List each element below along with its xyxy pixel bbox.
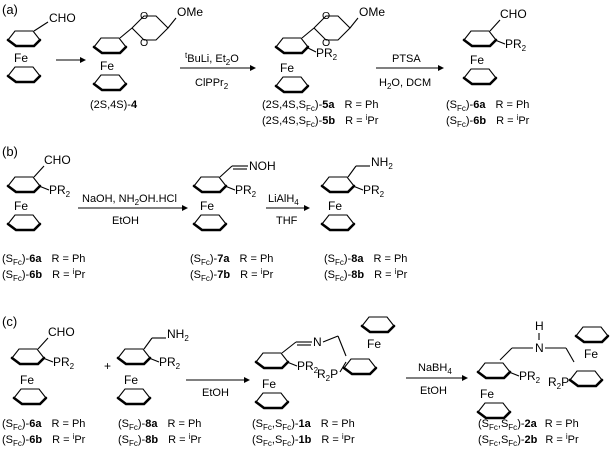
section-label-c: (c) [2,314,17,329]
svg-text:O: O [322,10,330,22]
svg-text:NH2: NH2 [167,327,189,343]
compound-1-structure: N PR2 Fe Fe R2P [254,315,396,410]
svg-text:O: O [322,37,330,49]
section-label-a: (a) [2,2,18,17]
svg-text:PR2: PR2 [49,183,71,199]
reagent-b2-line2: THF [276,215,298,227]
svg-text:CHO: CHO [49,11,76,25]
reagent-a1-line2: ClPPr2 [195,77,229,91]
arrow-b-2 [266,205,310,211]
arrow-a-2 [376,65,444,71]
compound-6-structure-b: CHO PR2 Fe [6,153,71,232]
ferrocenecarboxaldehyde: CHO Fe [6,11,76,84]
compound-5-structure: O O OMe PR2 Fe [274,5,385,94]
reagent-c1: EtOH [202,387,229,399]
compound-4-structure: O O OMe Fe [92,5,203,92]
svg-text:Fe: Fe [14,51,28,65]
svg-text:Fe: Fe [20,373,34,387]
svg-text:Fe: Fe [328,199,342,213]
svg-text:Fe: Fe [367,337,381,351]
svg-text:Fe: Fe [280,61,294,75]
svg-text:PR2: PR2 [235,183,257,199]
svg-text:N: N [535,341,544,355]
compound-6-structure-c: CHO PR2 Fe [10,325,75,406]
svg-text:Fe: Fe [262,377,276,391]
svg-text:O: O [140,37,148,49]
reagent-c2-line2: EtOH [420,385,447,397]
svg-text:PR2: PR2 [519,369,541,385]
reagent-b2-line1: LiAlH4 [268,193,299,207]
svg-text:CHO: CHO [44,153,71,167]
compound-6-structure-a: CHO PR2 Fe [462,7,527,86]
svg-text:Fe: Fe [480,387,494,401]
reagent-a2-line2: H2O, DCM [379,77,431,91]
svg-text:OMe: OMe [359,5,385,19]
arrow-b-1 [78,205,188,211]
compound-8-structure-c: NH2 PR2 Fe [116,327,189,406]
svg-text:Fe: Fe [14,199,28,213]
reagent-b1-line1: NaOH, NH2OH.HCl [82,193,177,207]
reagent-a2-line1: PTSA [392,53,421,65]
reagent-c2-line1: NaBH4 [418,362,452,376]
arrow-a-1 [180,65,256,71]
svg-text:PR2: PR2 [505,37,527,53]
svg-text:PR2: PR2 [159,355,181,371]
compound-8-structure-b: NH2 PR2 Fe [320,155,393,232]
compound-2-structure: H N PR2 Fe Fe R2P [476,319,610,420]
arrow-a-0 [56,57,86,63]
svg-text:R2P: R2P [317,367,338,383]
svg-text:O: O [140,10,148,22]
svg-text:Fe: Fe [584,347,598,361]
svg-text:Fe: Fe [200,199,214,213]
svg-text:H: H [535,319,544,333]
compound-7-structure: NOH PR2 Fe [192,159,276,232]
svg-text:Fe: Fe [100,59,114,73]
reagent-b1-line2: EtOH [112,215,139,227]
svg-text:CHO: CHO [500,7,527,21]
arrow-c-2 [406,375,468,381]
section-label-b: (b) [2,144,18,159]
svg-text:PR2: PR2 [53,355,75,371]
svg-text:Fe: Fe [470,53,484,67]
svg-text:PR2: PR2 [297,359,319,375]
arrow-c-1 [186,377,250,383]
label-4: (2S,4S)-4 [90,99,138,111]
svg-text:CHO: CHO [48,325,75,339]
svg-text:R2P: R2P [548,375,569,391]
svg-text:OMe: OMe [177,5,203,19]
svg-text:PR2: PR2 [363,183,385,199]
svg-text:Fe: Fe [124,373,138,387]
svg-text:PR2: PR2 [316,46,338,62]
plus-sign: + [104,359,111,373]
svg-text:NOH: NOH [249,159,276,173]
svg-text:NH2: NH2 [371,155,393,171]
svg-text:N: N [313,335,322,349]
reagent-a1-line1: tBuLi, Et2O [185,51,239,67]
